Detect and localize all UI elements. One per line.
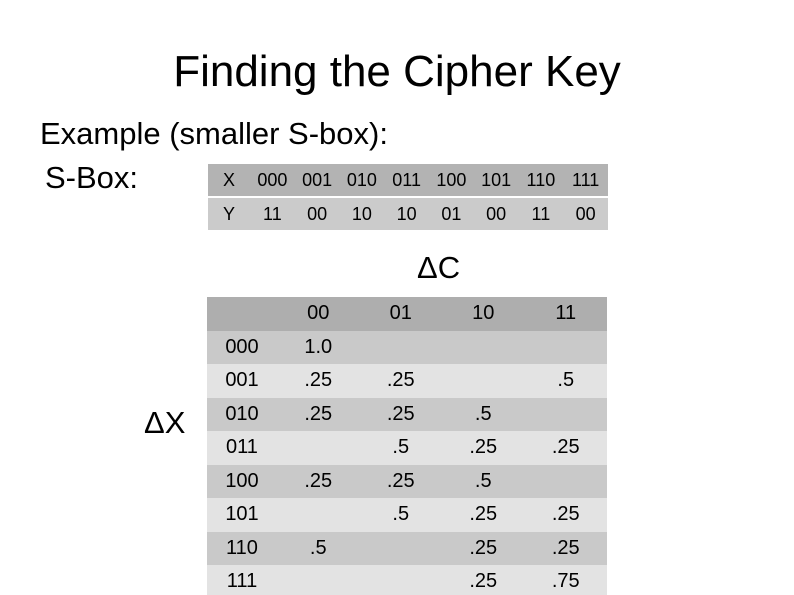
table-cell [442,330,525,364]
table-cell: .25 [442,498,525,532]
table-cell: 11 [250,198,295,230]
row-label: 000 [207,330,277,364]
example-subtitle: Example (smaller S-box): [40,116,388,151]
table-cell: .25 [277,464,360,498]
table-cell: .25 [524,431,607,465]
table-cell: 101 [473,164,519,196]
table-cell: 00 [294,198,340,230]
table-cell: .25 [359,464,442,498]
table-cell: 001 [294,164,340,196]
difference-distribution-table: 00 01 10 11 000 1.0 001 .25 .25 .5 010 .… [207,297,607,595]
table-cell [359,330,442,364]
table-cell: .25 [524,498,607,532]
table-cell: 10 [339,198,385,230]
table-cell [277,498,360,532]
table-cell [524,397,607,431]
corner-cell [207,297,277,331]
table-cell: .75 [524,565,607,595]
table-cell: .5 [524,364,607,398]
sbox-label: S-Box: [45,160,139,195]
table-cell: 00 [473,198,519,230]
table-cell: 10 [384,198,429,230]
table-cell: 01 [429,198,474,230]
table-cell [524,464,607,498]
table-cell: 100 [429,164,474,196]
table-cell [524,330,607,364]
table-cell: 1.0 [277,330,360,364]
row-label: 110 [207,531,277,565]
table-cell: .25 [524,531,607,565]
table-cell: 111 [563,164,608,196]
table-cell: .5 [277,531,360,565]
row-label: 100 [207,464,277,498]
sbox-table: X 000 001 010 011 100 101 110 111 Y 11 0… [208,164,608,230]
table-cell: .25 [442,531,525,565]
column-header: 11 [524,297,607,331]
table-cell: .25 [442,431,525,465]
table-cell: .25 [277,364,360,398]
sbox-y-row-header: Y [208,198,250,230]
table-cell: .25 [359,397,442,431]
row-label: 111 [207,565,277,595]
delta-c-label: ΔC [417,250,461,285]
table-cell: .5 [442,397,525,431]
row-label: 010 [207,397,277,431]
table-cell: .5 [359,431,442,465]
table-cell: 11 [518,198,564,230]
sbox-x-row-header: X [208,164,250,196]
delta-x-label: ΔX [144,405,186,440]
column-header: 00 [277,297,360,331]
table-cell: 010 [339,164,385,196]
table-cell [277,565,360,595]
table-cell [442,364,525,398]
table-cell: .25 [442,565,525,595]
table-cell [359,531,442,565]
table-cell: .25 [277,397,360,431]
table-cell: .25 [359,364,442,398]
column-header: 10 [442,297,525,331]
row-label: 011 [207,431,277,465]
table-cell: 00 [563,198,608,230]
table-cell [277,431,360,465]
table-cell: 000 [250,164,295,196]
column-header: 01 [359,297,442,331]
table-cell: .5 [359,498,442,532]
slide-title: Finding the Cipher Key [173,47,621,96]
table-cell: 110 [518,164,564,196]
row-label: 001 [207,364,277,398]
row-label: 101 [207,498,277,532]
table-cell: .5 [442,464,525,498]
table-cell [359,565,442,595]
table-cell: 011 [384,164,429,196]
